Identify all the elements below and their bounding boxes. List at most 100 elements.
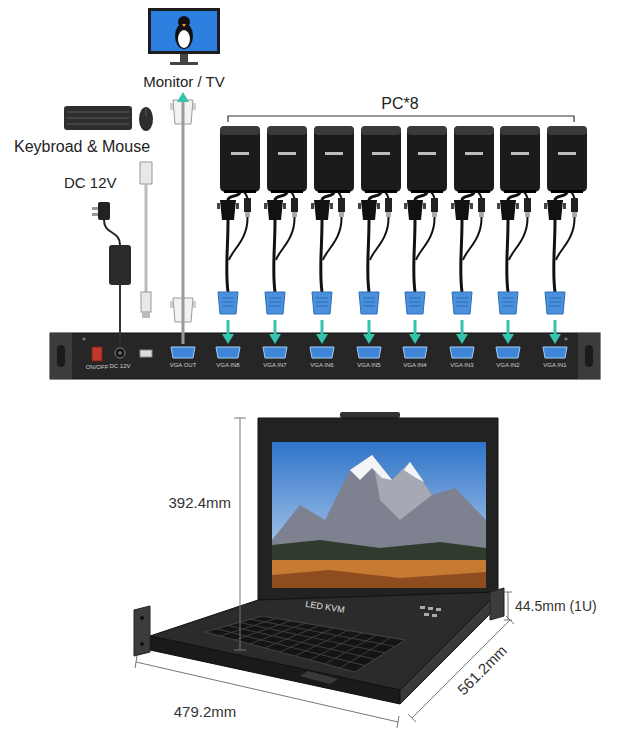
connector xyxy=(222,320,234,344)
snow xyxy=(404,462,424,482)
rack-ear xyxy=(134,606,150,656)
adapter-prong xyxy=(92,213,98,216)
flow-arrow xyxy=(414,320,417,336)
key-rows xyxy=(216,619,395,665)
key-columns xyxy=(220,618,391,668)
penguin-head xyxy=(178,16,190,28)
pc-cable xyxy=(264,192,298,292)
pc xyxy=(547,126,587,193)
adapter-brick xyxy=(109,245,131,285)
arrow-head xyxy=(456,334,468,344)
ear-slot xyxy=(57,345,65,367)
monitor-device: Monitor / TV xyxy=(136,4,232,92)
node-label: VGA IN1 xyxy=(543,362,566,369)
arrow-head xyxy=(409,334,421,344)
monitor-frame xyxy=(148,8,220,54)
flow-arrow xyxy=(554,320,557,336)
blue-plug xyxy=(359,292,379,314)
vga-socket xyxy=(171,347,195,358)
power-adapter: DC 12V xyxy=(62,172,138,290)
pc-cable xyxy=(217,192,251,292)
vga-socket xyxy=(216,347,240,358)
vga-socket xyxy=(310,347,334,358)
tray-top xyxy=(150,592,498,690)
keyboard-keys xyxy=(67,112,129,124)
vga-socket xyxy=(263,347,287,358)
rack-ear xyxy=(490,588,504,620)
usb-port xyxy=(140,350,152,357)
node-label: Keybroad & Mouse xyxy=(14,138,150,156)
connector xyxy=(269,320,281,344)
node-label: DC 12V xyxy=(64,174,117,191)
connector xyxy=(177,92,189,344)
pc-cable xyxy=(544,192,578,292)
mountains xyxy=(272,455,486,588)
pc xyxy=(220,126,260,193)
pc xyxy=(314,126,354,193)
vga-port: VGA IN6 xyxy=(301,344,343,370)
vga-port: VGA IN5 xyxy=(348,344,390,370)
button xyxy=(424,613,429,616)
vga-socket xyxy=(543,347,567,358)
rack-ear xyxy=(578,333,600,379)
flow-arrow xyxy=(274,320,277,336)
power-cord xyxy=(119,290,121,343)
ear-hole xyxy=(140,616,144,620)
mouse-split xyxy=(146,108,147,116)
penguin-body xyxy=(175,23,193,49)
node-label: VGA IN5 xyxy=(357,362,380,369)
node-label: VGA IN8 xyxy=(216,362,239,369)
dc-jack-pin xyxy=(118,351,122,355)
touchpad xyxy=(300,671,338,684)
rack-ear xyxy=(50,333,72,379)
group-bracket xyxy=(228,116,574,122)
flow-arrow xyxy=(227,320,230,336)
adapter-prong xyxy=(92,207,98,210)
label-anchor: 392.4mm xyxy=(168,494,231,511)
connector xyxy=(502,320,514,344)
pc-cable xyxy=(451,192,485,292)
arrow-head xyxy=(269,334,281,344)
dimension-line xyxy=(408,616,514,722)
mountain-face xyxy=(372,455,432,520)
screw xyxy=(82,337,85,340)
pc xyxy=(267,126,307,193)
node-label: VGA IN2 xyxy=(496,362,519,369)
pc xyxy=(454,126,494,193)
vga-port: VGA IN1 xyxy=(534,344,576,370)
penguin-beak xyxy=(182,24,186,27)
dc-jack xyxy=(115,348,125,358)
arrow-head xyxy=(222,334,234,344)
mouse xyxy=(139,107,153,131)
button xyxy=(420,606,425,609)
dc-jack: DC 12V xyxy=(107,343,133,371)
lcd-lid xyxy=(258,418,498,600)
node-label: DC 12V xyxy=(109,363,130,370)
blue-plug xyxy=(545,292,565,314)
vga-socket xyxy=(496,347,520,358)
vga-socket xyxy=(403,347,427,358)
foreground xyxy=(272,570,486,588)
flow-arrow xyxy=(461,320,464,336)
vga-port: VGA IN7 xyxy=(254,344,296,370)
arrow-head xyxy=(502,334,514,344)
back-panel xyxy=(50,333,600,379)
blue-plug xyxy=(312,292,332,314)
pc xyxy=(407,126,447,193)
dimension-label: 44.5mm (1U) xyxy=(515,598,597,614)
label-anchor: 561.2mm xyxy=(454,642,510,698)
vga-port: VGA IN3 xyxy=(441,344,483,370)
flow-arrow xyxy=(321,320,324,336)
pc xyxy=(500,126,540,193)
screen-image xyxy=(272,442,486,588)
flow-arrow xyxy=(507,320,510,336)
button xyxy=(432,614,437,617)
penguin-belly xyxy=(178,30,190,48)
usb-plug xyxy=(140,162,152,184)
arrow-head xyxy=(549,334,561,344)
usb-plug xyxy=(141,292,151,312)
field xyxy=(272,560,486,588)
connector xyxy=(363,320,375,344)
